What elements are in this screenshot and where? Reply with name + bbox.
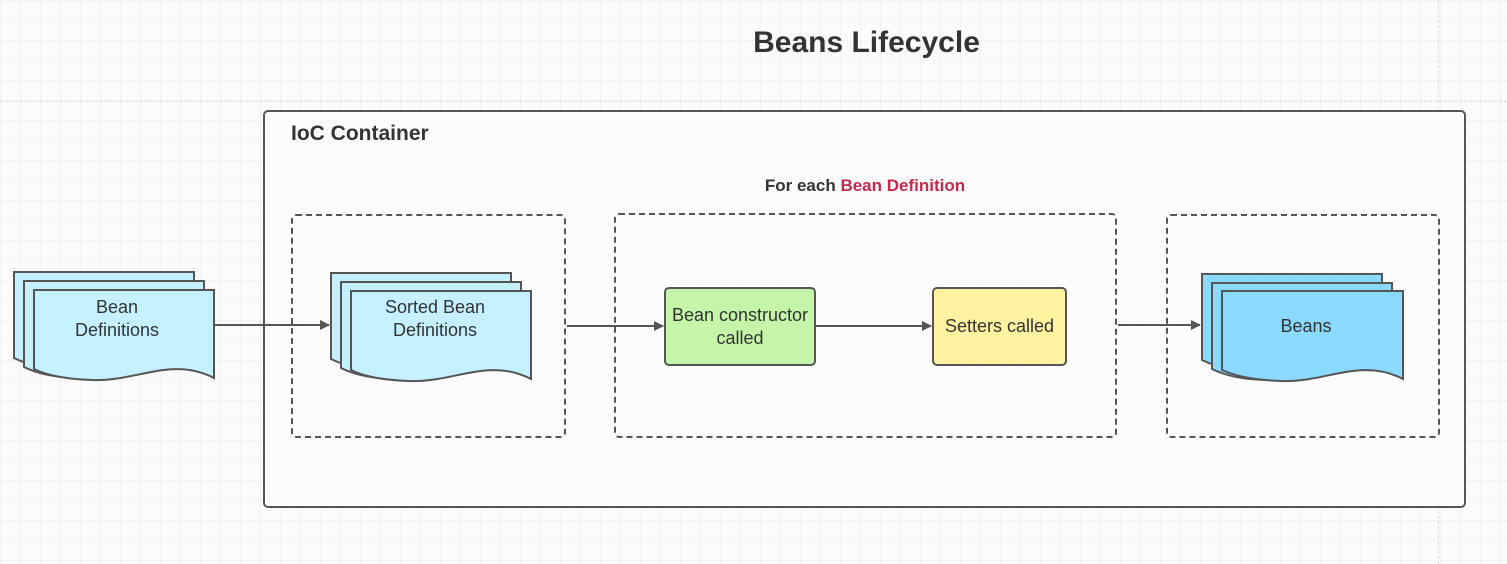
loop-label-prefix: For each [764,176,841,195]
beans-document-stack[interactable] [1201,273,1404,383]
document-sheet-front [33,289,215,382]
ioc-container-label: IoC Container [291,122,429,145]
bean-definitions-document-stack[interactable] [13,271,215,382]
sorted-bean-definitions-label: Sorted Bean Definitions [384,297,486,340]
bean-definitions-label: Bean Definitions [74,297,160,340]
loop-label: For each Bean Definition [614,176,1116,196]
diagram-title: Beans Lifecycle [753,26,980,59]
bean-constructor-node[interactable]: Bean constructor called [664,287,816,366]
setters-node[interactable]: Setters called [932,287,1067,366]
sorted-bean-definitions-document-stack[interactable] [330,272,532,383]
beans-label: Beans [1280,316,1332,336]
loop-label-highlight: Bean Definition [840,176,966,195]
guide-line-horizontal [0,101,1507,102]
document-sheet-front [350,290,532,383]
document-sheet-front [1221,290,1404,383]
